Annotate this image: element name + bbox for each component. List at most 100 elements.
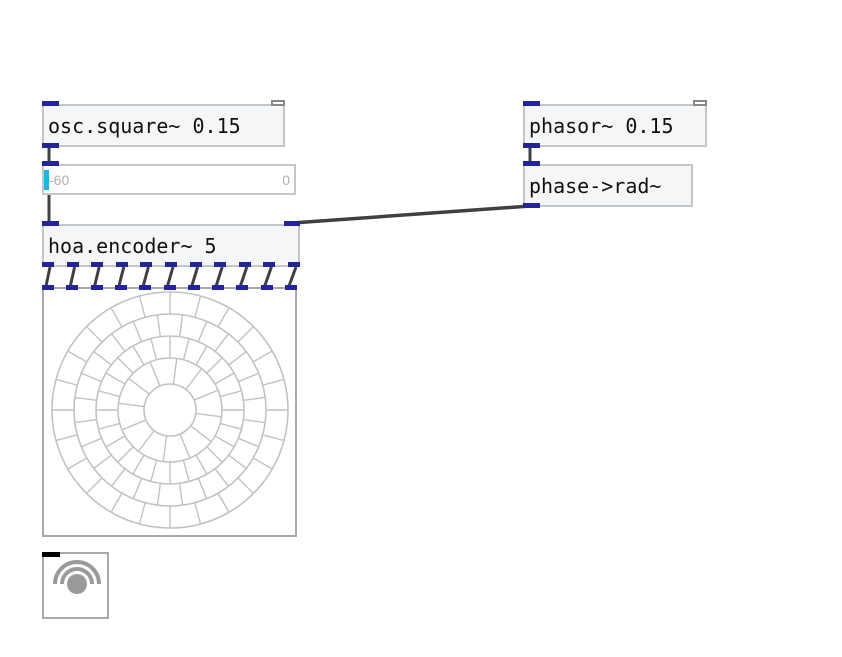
scope-spoke: [110, 492, 123, 513]
scope-spoke: [105, 372, 126, 385]
encoder-outlet[interactable]: [165, 262, 177, 267]
scope-ring: [143, 383, 197, 437]
cable-phase2rad-to-encoder[interactable]: [291, 204, 531, 225]
encoder-scope-cable[interactable]: [166, 266, 175, 287]
scope-spoke: [150, 460, 158, 482]
scope-spoke: [132, 454, 145, 475]
scope-spoke: [172, 358, 178, 385]
scope-spoke: [74, 396, 97, 402]
scope-spoke: [67, 350, 88, 363]
osc-inlet[interactable]: [42, 101, 59, 106]
slider-cursor[interactable]: [44, 170, 49, 190]
scope-spoke: [74, 418, 97, 424]
slider-min-label: -60: [49, 171, 70, 188]
scope-inlet[interactable]: [42, 285, 54, 290]
encoder-outlet[interactable]: [189, 262, 202, 267]
scope-inlet[interactable]: [90, 285, 103, 290]
slider-inlet[interactable]: [42, 161, 59, 166]
scope-spoke: [128, 377, 150, 395]
scope-inlet[interactable]: [285, 285, 297, 290]
scope-spoke: [197, 478, 208, 499]
phasor-toggle-corner[interactable]: [693, 100, 707, 106]
encoder-right-inlet[interactable]: [284, 221, 300, 226]
hoa-scope[interactable]: [42, 287, 297, 537]
scope-inlet[interactable]: [114, 285, 127, 290]
encoder-outlet[interactable]: [91, 262, 104, 267]
encoder-scope-cable[interactable]: [141, 266, 150, 287]
encoder-outlet[interactable]: [263, 262, 276, 267]
phase-to-rad-object[interactable]: phase->rad~: [523, 164, 693, 207]
scope-spoke: [150, 338, 158, 360]
encoder-scope-cable[interactable]: [238, 266, 249, 287]
scope-spoke: [86, 477, 103, 494]
scope-spoke: [243, 418, 266, 424]
scope-spoke: [137, 430, 155, 452]
encoder-left-inlet[interactable]: [42, 221, 59, 226]
encoder-outlet[interactable]: [214, 262, 227, 267]
scope-spoke: [206, 446, 223, 463]
encoder-scope-cable[interactable]: [93, 266, 101, 287]
dsp-inlet[interactable]: [42, 552, 60, 557]
scope-spoke: [194, 295, 202, 318]
scope-spoke: [156, 314, 162, 337]
encoder-outlet[interactable]: [238, 262, 251, 267]
scope-spoke: [252, 350, 273, 363]
dsp-toggle[interactable]: [42, 552, 109, 619]
encoder-scope-cable[interactable]: [117, 266, 126, 287]
scope-spoke: [178, 483, 184, 506]
scope-inlet[interactable]: [139, 285, 152, 290]
scope-inlet[interactable]: [163, 285, 176, 290]
gain-slider[interactable]: -60 0: [42, 164, 296, 195]
encoder-outlet[interactable]: [140, 262, 153, 267]
encoder-scope-cable[interactable]: [190, 266, 200, 287]
encoder-scope-cable[interactable]: [263, 266, 273, 287]
encoder-to-scope-cables: [44, 266, 298, 287]
encoder-outlet[interactable]: [66, 262, 79, 267]
encoder-scope-cable[interactable]: [287, 266, 298, 287]
encoder-scope-cable[interactable]: [68, 266, 77, 287]
scope-spoke: [195, 412, 222, 418]
scope-inlet[interactable]: [212, 285, 225, 290]
speaker-icon: [53, 560, 101, 594]
encoder-outlet[interactable]: [115, 262, 128, 267]
phase-to-rad-outlet[interactable]: [523, 203, 540, 208]
phase-to-rad-label: phase->rad~: [529, 173, 662, 198]
scope-inlet[interactable]: [236, 285, 249, 290]
scope-spoke: [132, 345, 145, 366]
encoder-scope-cable[interactable]: [214, 266, 224, 287]
scope-spoke: [81, 372, 102, 383]
scope-spoke: [214, 333, 229, 352]
osc-square-object[interactable]: osc.square~ 0.15: [42, 104, 285, 147]
phasor-label: phasor~ 0.15: [529, 113, 674, 138]
scope-spoke: [217, 307, 230, 328]
scope-spoke: [262, 378, 285, 386]
phasor-outlet[interactable]: [523, 143, 540, 148]
osc-toggle-corner[interactable]: [271, 100, 285, 106]
scope-inlet[interactable]: [66, 285, 79, 290]
phase-to-rad-inlet[interactable]: [523, 161, 540, 166]
scope-spoke: [138, 502, 146, 525]
scope-spoke: [178, 314, 184, 337]
scope-inlet[interactable]: [260, 285, 273, 290]
phasor-object[interactable]: phasor~ 0.15: [523, 104, 707, 147]
scope-spoke: [197, 321, 208, 342]
scope-spoke: [138, 295, 146, 318]
hoa-encoder-object[interactable]: hoa.encoder~ 5: [42, 224, 300, 267]
osc-outlet[interactable]: [42, 143, 59, 148]
osc-square-label: osc.square~ 0.15: [48, 113, 241, 138]
scope-spoke: [195, 345, 208, 366]
scope-spoke: [195, 454, 208, 475]
scope-spoke: [55, 378, 78, 386]
scope-inlet[interactable]: [187, 285, 200, 290]
encoder-scope-cable[interactable]: [44, 266, 52, 287]
encoder-outlet[interactable]: [42, 262, 54, 267]
phasor-inlet[interactable]: [523, 101, 540, 106]
scope-spoke: [149, 361, 161, 387]
scope-spoke: [237, 477, 254, 494]
scope-spoke: [86, 326, 103, 343]
scope-spoke: [220, 390, 242, 398]
scope-spoke: [105, 435, 126, 448]
encoder-outlet[interactable]: [288, 262, 300, 267]
scope-spoke: [190, 425, 212, 443]
